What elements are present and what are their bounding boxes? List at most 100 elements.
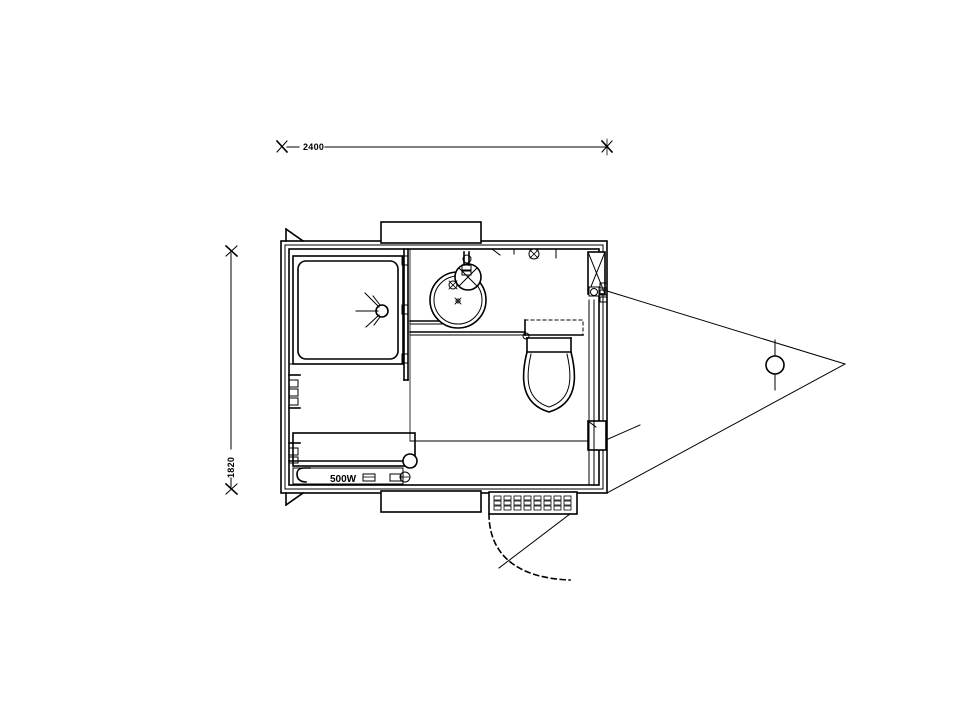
toilet (409, 319, 584, 413)
dim-tick-top-2 (225, 245, 238, 257)
top-wall-hardware (491, 248, 557, 260)
shower-enclosure (292, 255, 404, 365)
coupling-block-2 (599, 289, 608, 296)
louver-slats (493, 495, 572, 511)
dim-tick-bottom-2 (225, 483, 238, 495)
louver-slat (503, 500, 512, 506)
brace-tl-diag (284, 227, 305, 243)
shower-tray-inner (297, 260, 399, 360)
roof-unit (380, 221, 482, 244)
louver-slat (523, 505, 532, 511)
partition-hinge-top (401, 255, 409, 266)
louver-slat (563, 505, 572, 511)
entry-door-assembly (488, 491, 578, 581)
lw-hinge-2 (288, 388, 299, 397)
louver-slat (543, 500, 552, 506)
lw-hinge-1 (288, 379, 299, 388)
trailer-drawbar (606, 290, 846, 494)
drawbar-lower-rail (606, 363, 846, 494)
louver-slat (503, 495, 512, 501)
lw-hinge-4 (288, 447, 299, 456)
louver-slat (503, 505, 512, 511)
roof-unit-box (380, 221, 482, 244)
heater-coil (296, 467, 311, 483)
top-dimension: 2400 (275, 138, 614, 156)
louver-slat (493, 495, 502, 501)
shower-head (355, 292, 389, 328)
bottom-unit (380, 490, 482, 513)
louver-slat (533, 495, 542, 501)
interior-detail-lines (288, 248, 589, 442)
heater-module-2 (389, 473, 402, 482)
louver-slat (493, 500, 502, 506)
door-swing-arc (488, 513, 571, 581)
spray-line-3 (365, 314, 380, 328)
lw-hinge-5 (288, 456, 299, 464)
tap-handle-x2 (448, 280, 458, 290)
louver-slat (553, 500, 562, 506)
spray-line-4 (372, 295, 381, 306)
coupling-block-1 (599, 282, 608, 289)
tap-handle (448, 280, 458, 290)
louver-slat (543, 505, 552, 511)
louver-slat (523, 495, 532, 501)
xbrace-fitting-circle (590, 288, 598, 296)
spray-line-5 (373, 316, 381, 326)
tw-tick-1 (491, 248, 501, 256)
rw-detail-box (587, 420, 607, 451)
left-wall-hardware (288, 374, 301, 464)
toilet-flush-button (522, 332, 530, 340)
louver-slat (533, 500, 542, 506)
partition-hinge-mid (401, 304, 409, 315)
toilet-pan-bowl (522, 351, 576, 413)
toilet-pan-rim (527, 353, 571, 408)
dim-label-depth: 1820 (226, 457, 236, 478)
louver-slat (513, 500, 522, 506)
tap-knob (462, 254, 472, 264)
louver-slat (513, 495, 522, 501)
spray-line-2 (364, 292, 380, 308)
heater-strip (292, 467, 404, 485)
heater-label: 500W (330, 474, 357, 485)
brace-bl-diag (284, 491, 305, 507)
bench-knob (402, 453, 418, 469)
partition-hinge-bottom (401, 353, 409, 364)
louver-slat (553, 495, 562, 501)
louver-slat (523, 500, 532, 506)
heater-module-1 (362, 473, 376, 482)
tap-x2 (458, 267, 478, 287)
basin-drain (455, 298, 461, 304)
louver-slat (533, 505, 542, 511)
basin-drain-x2 (454, 297, 462, 305)
bench-outline (292, 432, 416, 467)
corner-braces (284, 227, 305, 507)
dim-label-width: 2400 (303, 142, 324, 152)
rw-leader-1 (605, 424, 641, 441)
body-outline-inner (284, 244, 604, 490)
lw-hinge-3 (288, 397, 299, 406)
bottom-unit-box (380, 490, 482, 513)
jockey-wheel (765, 355, 785, 375)
door-leaf-line (498, 513, 571, 569)
left-dimension: 1820 (224, 244, 239, 496)
right-wall-assembly (587, 251, 641, 486)
dim-tick-left-2 (276, 140, 288, 153)
basin-tap (448, 251, 482, 291)
louver-slat (493, 505, 502, 511)
heater-bench: 500W (288, 432, 418, 485)
tap-collar-2 (461, 270, 472, 276)
louver-slat (543, 495, 552, 501)
louver-slat (563, 500, 572, 506)
louver-slat (513, 505, 522, 511)
tw-fitting-x2 (529, 249, 539, 259)
tap-collar-1 (461, 264, 472, 271)
wash-basin (429, 251, 487, 329)
louver-slat (563, 495, 572, 501)
drawbar-upper-rail (606, 290, 846, 365)
wall-inner-face (288, 248, 600, 486)
coupling-block-3 (599, 296, 608, 303)
heater-module-dial (399, 471, 411, 483)
louver-slat (553, 505, 562, 511)
